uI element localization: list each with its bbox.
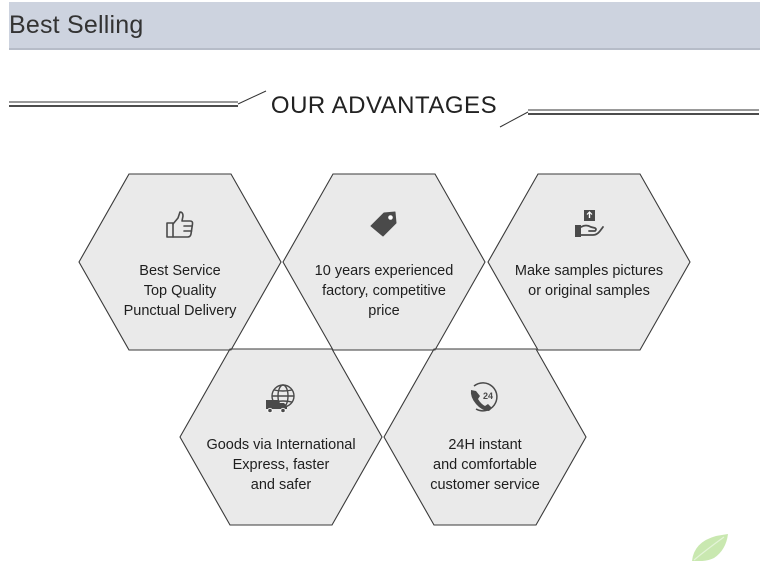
advantage-support-text: 24H instant and comfortable customer ser… <box>430 437 540 493</box>
hexagon-5 <box>383 348 587 526</box>
hexagon-4 <box>179 348 383 526</box>
globe-truck-icon <box>266 384 295 414</box>
section-title: OUR ADVANTAGES <box>270 92 498 119</box>
thumbs-up-icon <box>166 211 194 238</box>
svg-text:24: 24 <box>483 391 493 401</box>
price-tag-icon <box>370 211 397 237</box>
advantage-service: Best Service Top Quality Punctual Delive… <box>85 208 275 321</box>
leaf-decoration <box>692 534 728 561</box>
header-bar: Best Selling <box>9 2 760 50</box>
hexagon-3 <box>487 173 691 351</box>
advantage-shipping-text: Goods via International Express, faster … <box>206 437 356 493</box>
phone-24h-icon: 24 <box>470 382 498 412</box>
advantage-service-text: Best Service Top Quality Punctual Delive… <box>123 263 237 319</box>
hexagon-1 <box>78 173 282 351</box>
advantage-shipping: Goods via International Express, faster … <box>186 382 376 495</box>
advantage-factory: 10 years experienced factory, competitiv… <box>289 208 479 321</box>
advantage-samples-text: Make samples pictures or original sample… <box>514 263 664 299</box>
page-title: Best Selling <box>9 11 144 39</box>
hand-package-icon <box>575 210 604 237</box>
advantage-factory-text: 10 years experienced factory, competitiv… <box>314 263 454 319</box>
advantage-support: 24 24H instant and comfortable customer … <box>390 382 580 495</box>
advantage-samples: Make samples pictures or original sample… <box>494 208 684 301</box>
